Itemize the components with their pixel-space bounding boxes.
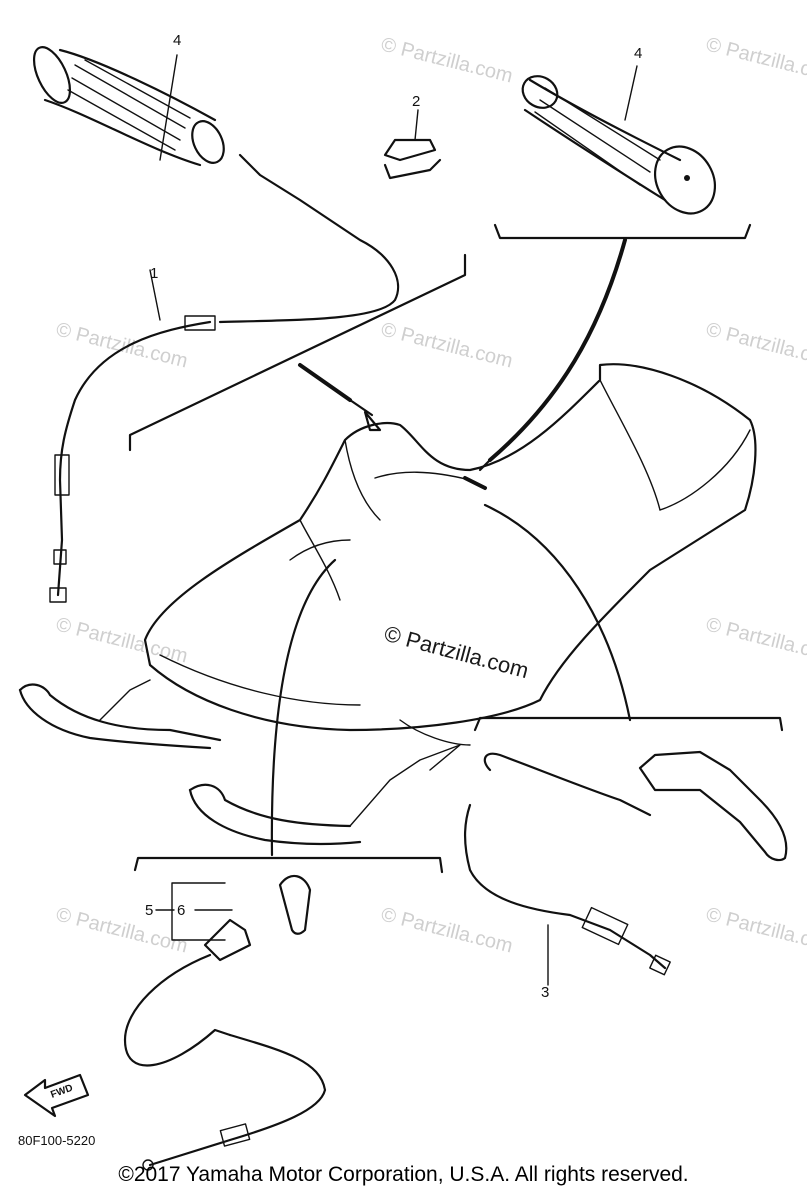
callout-1: 1: [150, 265, 158, 282]
left-handlebar-grip: [32, 46, 225, 167]
watermark-text: © Partzilla.com: [704, 319, 807, 373]
watermark-text: © Partzilla.com: [379, 319, 515, 373]
fwd-arrow-icon: FWD: [23, 1073, 90, 1118]
watermark-text: © Partzilla.com: [54, 319, 190, 373]
watermark-layer: © Partzilla.com © Partzilla.com © Partzi…: [54, 34, 807, 958]
watermark-text: © Partzilla.com: [379, 904, 515, 958]
brake-group: [463, 716, 788, 986]
lower-left-group: [123, 856, 444, 1171]
upper-right-group-bracket: [493, 223, 752, 240]
snowmobile-body: [18, 363, 757, 846]
watermark-text: © Partzilla.com: [704, 904, 807, 958]
clip-part: [383, 138, 442, 180]
upper-left-group-bracket: [128, 253, 467, 452]
callout-5: 5: [145, 902, 153, 919]
watermark-text: © Partzilla.com: [704, 34, 807, 88]
callout-3: 3: [541, 984, 549, 1001]
callout-4-right: 4: [634, 45, 642, 62]
callout-2: 2: [412, 93, 420, 110]
copyright-notice: ©2017 Yamaha Motor Corporation, U.S.A. A…: [118, 1163, 689, 1186]
callout-6: 6: [177, 902, 185, 919]
callout-4-left: 4: [173, 32, 181, 49]
center-watermark: © Partzilla.com: [382, 621, 532, 684]
watermark-text: © Partzilla.com: [54, 904, 190, 958]
throttle-cable: [49, 153, 400, 603]
leader-arrows: [270, 238, 632, 857]
watermark-text: © Partzilla.com: [704, 614, 807, 668]
right-handlebar-grip: [521, 75, 717, 215]
figure-code: 80F100-5220: [18, 1133, 95, 1148]
watermark-text: © Partzilla.com: [379, 34, 515, 88]
callout-labels: 1 2 3 4 4 5 6: [145, 32, 642, 1001]
